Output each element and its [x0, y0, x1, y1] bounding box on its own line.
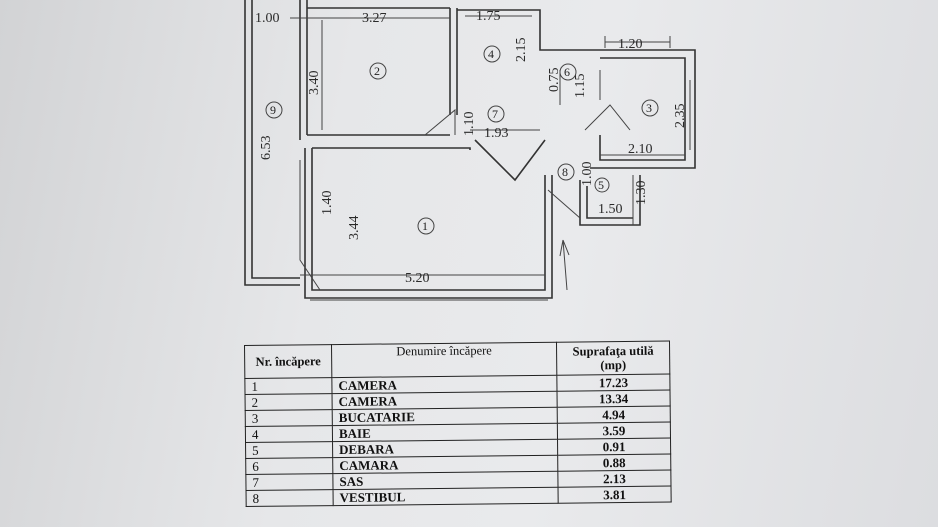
dimension-label: 3.40 — [307, 71, 322, 96]
dimension-label: 0.75 — [547, 68, 562, 93]
room-number-cell: 5 — [245, 441, 333, 459]
dimension-label: 1.15 — [573, 74, 588, 99]
room-number-cell: 4 — [245, 425, 333, 443]
room-area-cell: 4.94 — [557, 406, 671, 424]
dimension-label: 1.93 — [484, 126, 509, 141]
room-label: 1 — [422, 219, 428, 233]
room-label: 9 — [270, 103, 276, 117]
column-header-number: Nr. încăpere — [244, 344, 332, 379]
room-area-cell: 0.88 — [557, 454, 671, 472]
room-area-cell: 17.23 — [556, 374, 670, 392]
dimension-label: 2.10 — [628, 142, 653, 157]
room-area-table: Nr. încăpere Denumire încăpere Suprafaţa… — [244, 341, 672, 507]
dimension-label: 1.20 — [618, 37, 643, 52]
dimension-label: 2.15 — [514, 38, 529, 63]
room-label: 6 — [564, 65, 570, 79]
floor-plan: 1.00 3.27 1.75 2.15 1.20 0.75 1.15 3.40 … — [244, 0, 696, 301]
dimension-label: 1.40 — [320, 191, 335, 216]
column-header-area: Suprafaţa utilă (mp) — [556, 341, 670, 376]
room-markers: 1 2 3 4 5 6 7 8 9 — [265, 45, 659, 235]
floor-plan-walls — [244, 0, 696, 301]
room-label: 5 — [598, 178, 604, 192]
dimension-label: 3.27 — [362, 11, 387, 26]
room-label: 4 — [488, 47, 494, 61]
room-number-cell: 2 — [245, 393, 333, 411]
dimension-lines — [290, 15, 691, 276]
room-number-cell: 6 — [245, 457, 333, 475]
column-header-name: Denumire încăpere — [331, 342, 557, 378]
dimension-label: 3.44 — [347, 216, 362, 241]
table-header-row: Nr. încăpere Denumire încăpere Suprafaţa… — [244, 341, 670, 379]
dimension-label: 1.75 — [476, 9, 501, 24]
room-label: 7 — [492, 107, 498, 121]
room-area-cell: 0.91 — [557, 438, 671, 456]
dimension-label: 1.50 — [598, 202, 623, 217]
room-number-cell: 7 — [245, 473, 334, 491]
dimension-label: 1.30 — [634, 181, 649, 206]
dimension-label: 5.20 — [405, 271, 430, 286]
room-area-cell: 13.34 — [557, 390, 671, 408]
room-number-cell: 1 — [244, 377, 333, 395]
room-label: 3 — [646, 101, 652, 115]
dimension-label: 1.10 — [462, 112, 477, 137]
dimension-label: 1.00 — [255, 11, 280, 26]
room-area-cell: 2.13 — [557, 470, 672, 488]
room-area-cell: 3.59 — [557, 422, 671, 440]
dimension-label: 1.00 — [580, 162, 595, 187]
room-number-cell: 8 — [246, 489, 334, 507]
room-area-cell: 3.81 — [558, 486, 672, 504]
dimension-label: 6.53 — [259, 136, 274, 161]
room-label: 8 — [562, 165, 568, 179]
room-label: 2 — [374, 64, 380, 78]
room-number-cell: 3 — [245, 409, 333, 427]
dimension-label: 2.35 — [673, 104, 688, 129]
room-name-cell: VESTIBUL — [333, 487, 559, 506]
